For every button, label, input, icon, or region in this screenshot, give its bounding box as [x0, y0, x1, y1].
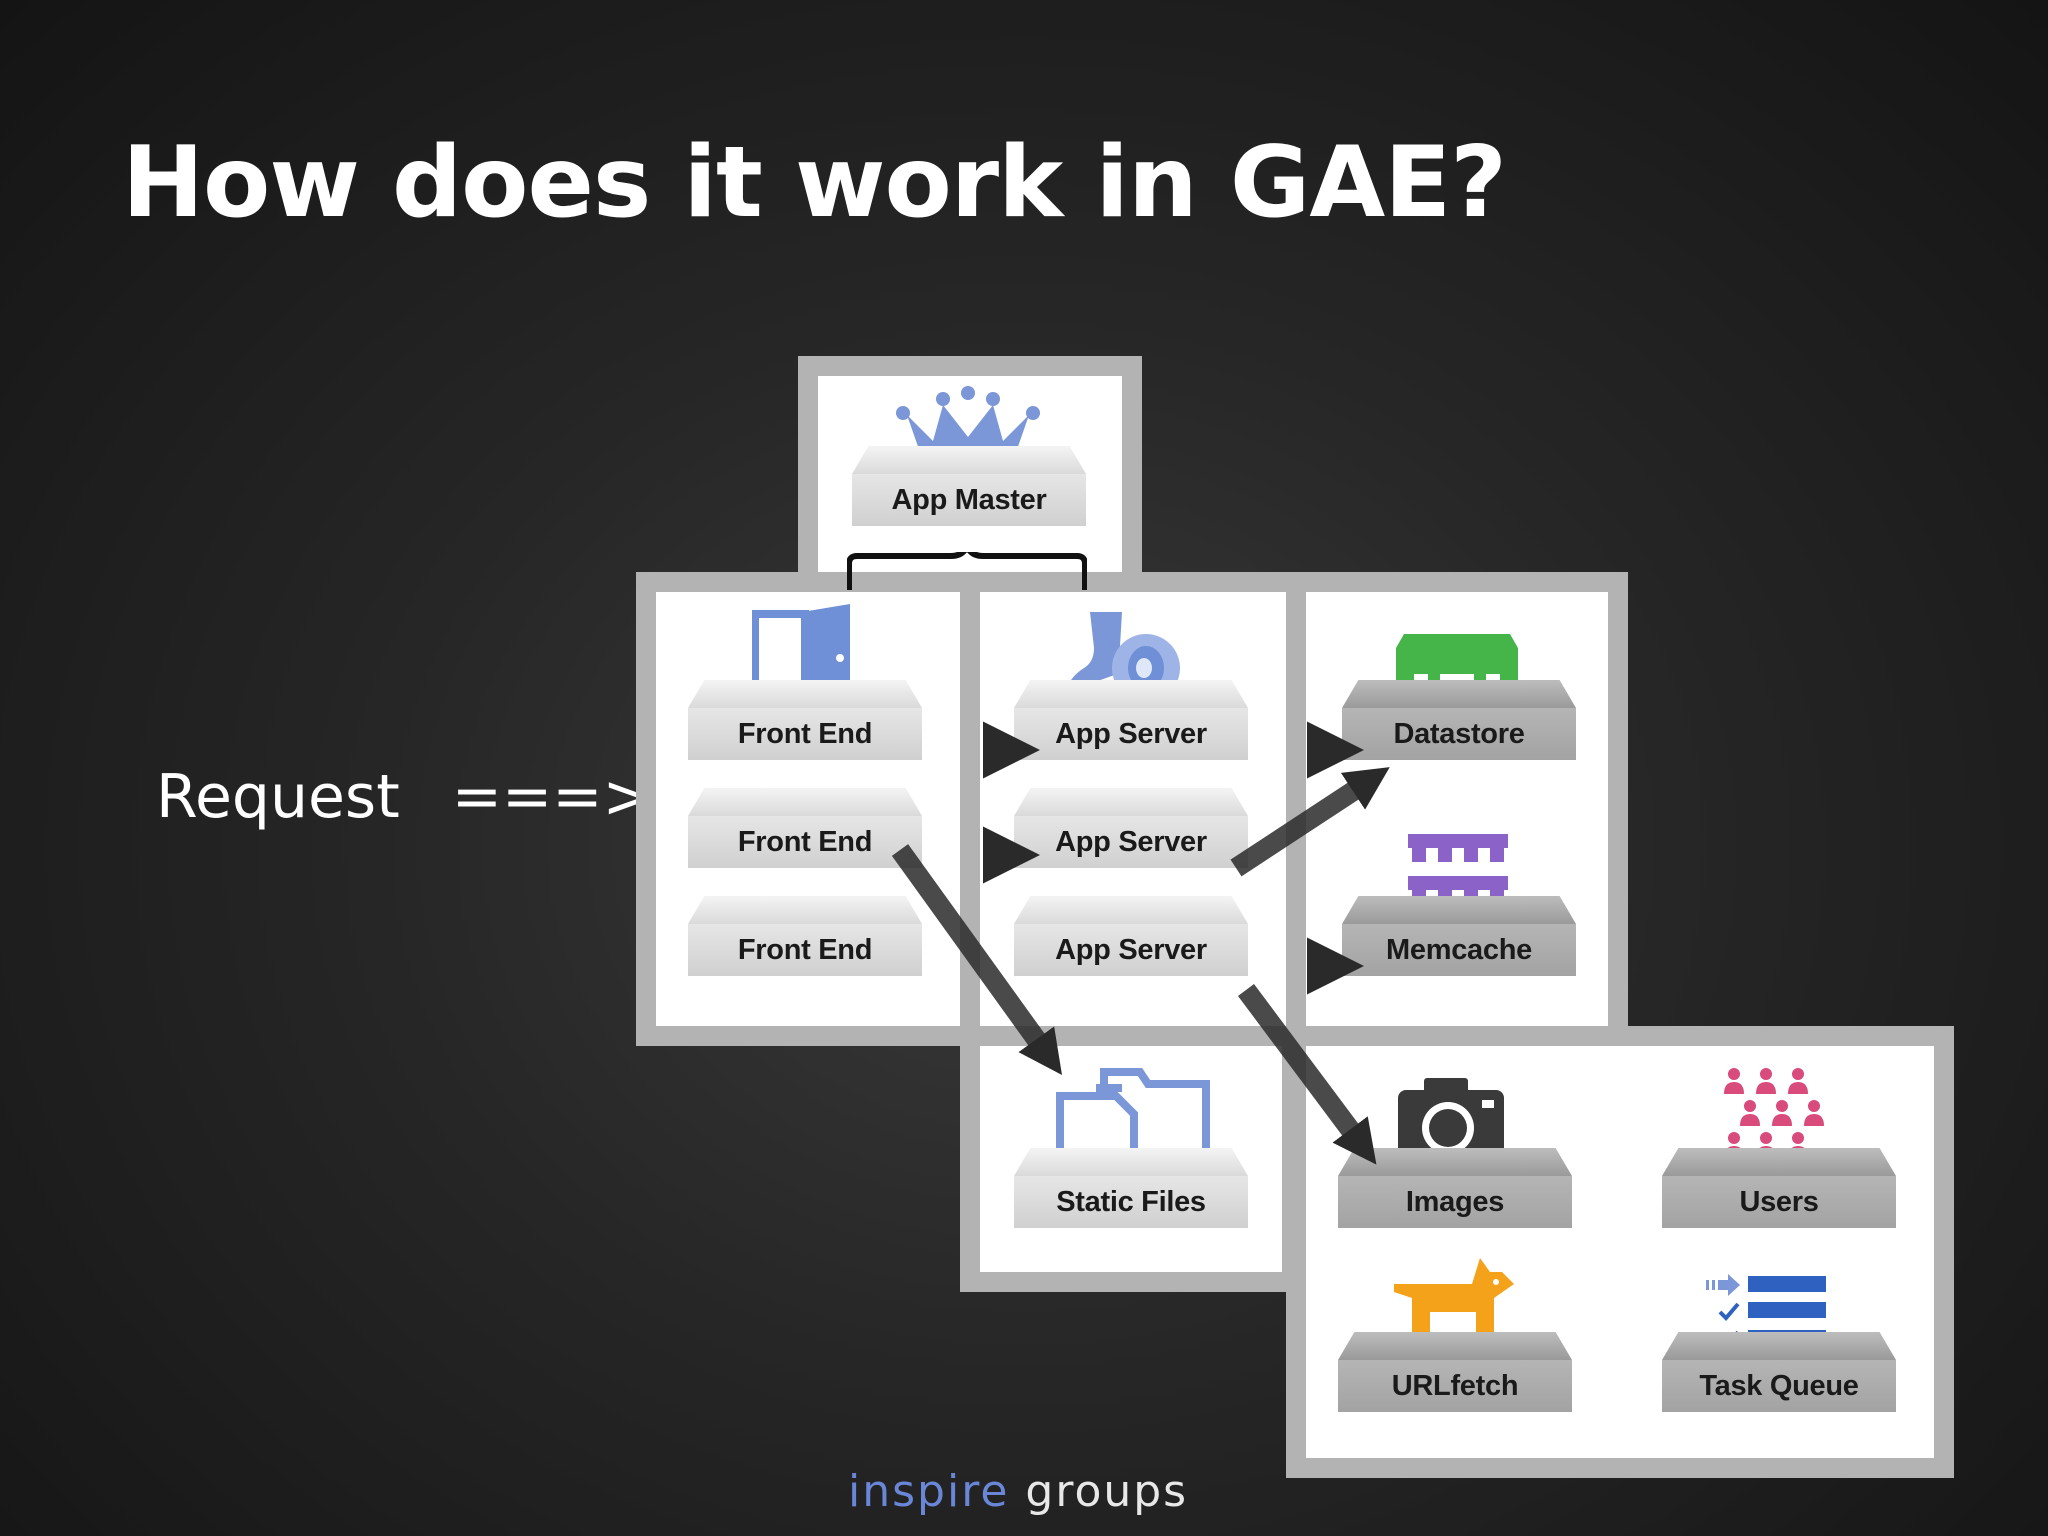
task-queue-bar	[1748, 1302, 1826, 1318]
footer-brand-logo: inspire groups	[848, 1466, 1188, 1517]
arrow-app-server-to-images	[1237, 984, 1377, 1165]
door-knob	[836, 654, 844, 662]
crown-jewel	[936, 392, 950, 406]
memcache-chip	[1408, 834, 1508, 848]
datastore-top	[1396, 634, 1518, 648]
memcache-pin	[1490, 848, 1504, 862]
task-queue-bar	[1748, 1276, 1826, 1292]
camera-flash	[1482, 1100, 1494, 1108]
app-master-ledge	[852, 446, 1086, 474]
app-server-ledge	[1014, 896, 1248, 924]
datastore-label: Datastore	[1342, 708, 1576, 760]
crown-jewel	[961, 386, 975, 400]
app-master-label: App Master	[852, 474, 1086, 526]
request-arrow: ===>	[451, 762, 653, 832]
memcache-pin	[1438, 848, 1452, 862]
camera-lens	[1429, 1109, 1467, 1147]
request-annotation: Request ===>	[156, 762, 653, 832]
task-queue-label: Task Queue	[1662, 1360, 1896, 1412]
column-divider	[1286, 592, 1306, 1038]
app-server-ledge	[1014, 788, 1248, 816]
arrow-front-end-to-static-files	[891, 844, 1062, 1075]
task-queue-arrow	[1706, 1274, 1740, 1296]
images-label: Images	[1338, 1176, 1572, 1228]
app-server-label: App Server	[1014, 708, 1248, 760]
door-panel	[802, 604, 850, 700]
dog-eye	[1493, 1279, 1499, 1285]
dog-shape	[1394, 1258, 1514, 1348]
memcache-pin	[1412, 848, 1426, 862]
users-ledge	[1662, 1148, 1896, 1176]
app-engine-body	[1064, 612, 1138, 696]
footer-brand-part2: groups	[1025, 1466, 1189, 1517]
dog-icon	[1394, 1258, 1514, 1348]
camera-icon	[1398, 1078, 1504, 1162]
front-end-ledge	[688, 896, 922, 924]
images-ledge	[1338, 1148, 1572, 1176]
users-label: Users	[1662, 1176, 1896, 1228]
task-queue-ledge	[1662, 1332, 1896, 1360]
urlfetch-label: URLfetch	[1338, 1360, 1572, 1412]
memcache-ledge	[1342, 896, 1576, 924]
footer-brand-part1: inspire	[848, 1466, 1010, 1517]
datastore-body	[1396, 648, 1518, 674]
front-end-ledge	[688, 788, 922, 816]
crown-jewel	[1026, 406, 1040, 420]
app-engine-hub	[1136, 658, 1152, 678]
memcache-chip	[1408, 876, 1508, 890]
arrow-app-server-to-datastore	[1230, 767, 1390, 877]
request-label: Request	[156, 762, 400, 832]
task-queue-check	[1718, 1302, 1740, 1321]
bracket-icon	[847, 552, 1087, 590]
front-end-label: Front End	[688, 816, 922, 868]
front-end-ledge	[688, 680, 922, 708]
app-server-ledge	[1014, 680, 1248, 708]
static-files-ledge	[1014, 1148, 1248, 1176]
slide-title: How does it work in GAE?	[122, 126, 1507, 240]
crown-jewel	[896, 406, 910, 420]
front-end-label: Front End	[688, 708, 922, 760]
memcache-label: Memcache	[1342, 924, 1576, 976]
app-server-label: App Server	[1014, 924, 1248, 976]
static-files-label: Static Files	[1014, 1176, 1248, 1228]
app-server-label: App Server	[1014, 816, 1248, 868]
bracket-shape	[847, 552, 1087, 590]
datastore-ledge	[1342, 680, 1576, 708]
front-end-label: Front End	[688, 924, 922, 976]
memcache-pin	[1464, 848, 1478, 862]
crown-jewel	[986, 392, 1000, 406]
urlfetch-ledge	[1338, 1332, 1572, 1360]
